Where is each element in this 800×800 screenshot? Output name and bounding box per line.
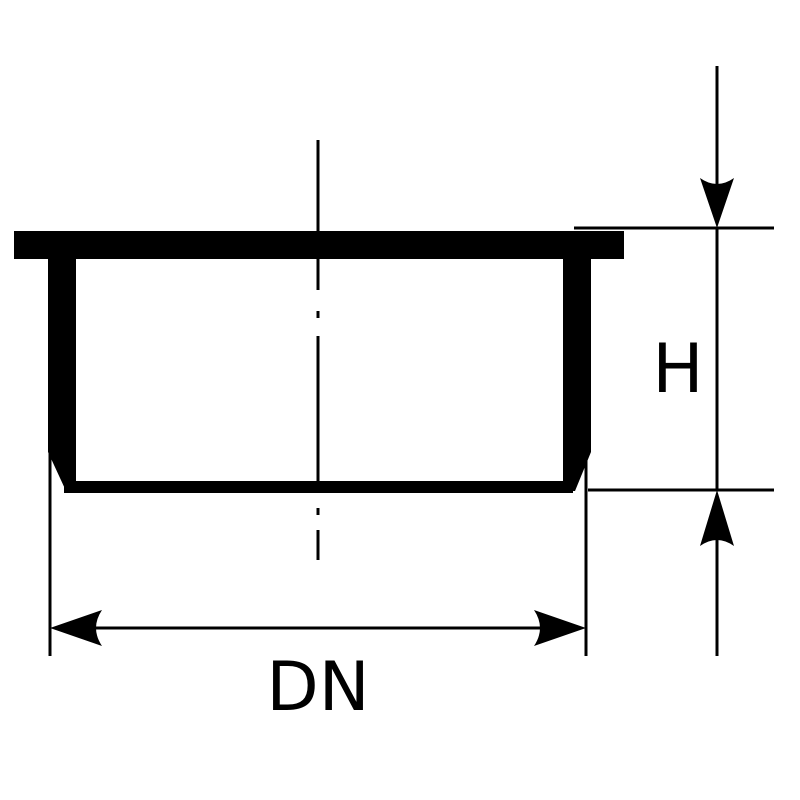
dn-arrow-right-icon <box>534 610 586 646</box>
h-arrow-down-icon <box>700 178 734 228</box>
h-arrow-up-icon <box>700 490 734 546</box>
cap-left-wall <box>48 259 76 491</box>
cap-top-flange <box>14 231 624 259</box>
cap-right-wall <box>563 259 591 491</box>
dn-dimension: DN <box>48 452 588 727</box>
cap-bottom <box>64 481 573 493</box>
h-dimension: H <box>574 66 774 656</box>
h-label: H <box>652 330 703 409</box>
dn-arrow-left-icon <box>50 610 102 646</box>
cap-profile <box>14 231 624 493</box>
dn-label: DN <box>266 648 369 727</box>
